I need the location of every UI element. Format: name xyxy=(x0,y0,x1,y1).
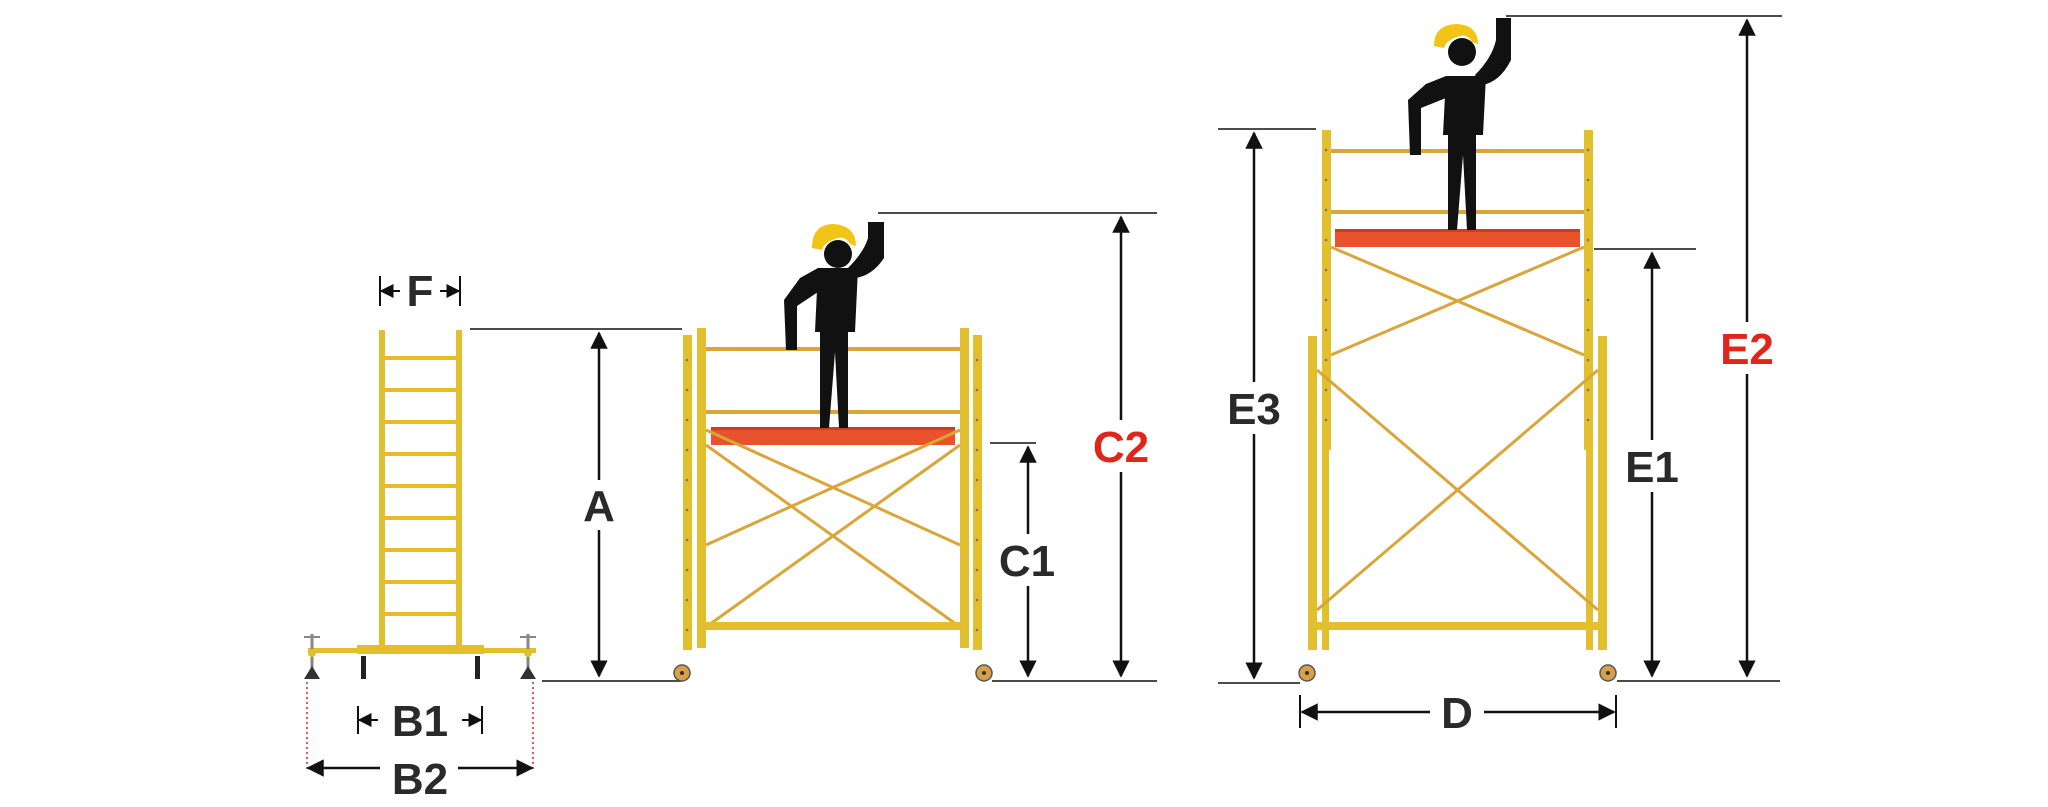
frame-post-left-outer xyxy=(683,335,692,650)
lower-cross-braces xyxy=(1316,368,1599,612)
dimension-c2: C2 xyxy=(878,212,1157,678)
worker-head xyxy=(824,240,852,268)
worker-head-2 xyxy=(1448,38,1476,66)
side-view-frame xyxy=(304,330,536,770)
label-f: F xyxy=(407,267,434,316)
upper-post-right xyxy=(1584,130,1593,450)
outrigger-bar xyxy=(308,648,536,653)
label-b2: B2 xyxy=(392,755,448,804)
label-e2: E2 xyxy=(1720,325,1774,374)
frame-holes-upper xyxy=(1324,148,1590,422)
helmet-icon-2 xyxy=(1434,24,1478,48)
caster-left-2 xyxy=(1298,664,1316,682)
label-c2: C2 xyxy=(1093,423,1149,472)
ladder-rungs xyxy=(379,356,462,616)
lower-post-left xyxy=(1308,336,1317,650)
dimension-e3: E3 xyxy=(1218,128,1316,684)
dimension-a: A xyxy=(470,328,682,682)
caster-left xyxy=(673,664,691,682)
frame-post-left-inner xyxy=(697,328,706,648)
label-b1: B1 xyxy=(392,697,448,746)
scaffold-single-level xyxy=(673,222,993,682)
lower-bottom-rail xyxy=(1317,622,1598,630)
dimension-b2: B2 xyxy=(306,755,534,804)
upper-platform-edge xyxy=(1335,229,1580,232)
frame-post-right-inner xyxy=(960,328,969,648)
cross-braces xyxy=(705,428,961,629)
worker-figure-2 xyxy=(1408,18,1511,230)
platform-deck xyxy=(711,427,955,445)
scaffold-double-level xyxy=(1298,18,1617,682)
frame-post-right-outer xyxy=(973,335,982,650)
dimension-b1: B1 xyxy=(357,697,483,746)
worker-figure xyxy=(784,222,884,428)
dimension-e1: E1 xyxy=(1594,248,1780,682)
inner-caster-left xyxy=(361,656,366,679)
bottom-rail xyxy=(706,622,960,630)
upper-post-left xyxy=(1322,130,1331,450)
platform-edge xyxy=(711,427,955,430)
lower-inner-post-right xyxy=(1586,420,1593,650)
label-c1: C1 xyxy=(999,537,1055,586)
dimension-f: F xyxy=(379,267,461,316)
outrigger-foot-left xyxy=(304,634,320,679)
caster-right-2 xyxy=(1599,664,1617,682)
dimension-e2: E2 xyxy=(1506,15,1782,678)
upper-platform-deck xyxy=(1335,229,1580,247)
label-d: D xyxy=(1441,689,1473,738)
inner-caster-right xyxy=(475,656,480,679)
helmet-icon xyxy=(812,224,856,250)
lower-inner-post-left xyxy=(1322,420,1329,650)
dimension-d: D xyxy=(1299,689,1617,738)
upper-cross-braces xyxy=(1330,245,1585,357)
dimension-c1: C1 xyxy=(990,442,1157,682)
side-rail-left xyxy=(379,330,385,650)
guard-rail-mid xyxy=(706,410,960,414)
outrigger-foot-right xyxy=(520,634,536,679)
label-e3: E3 xyxy=(1227,385,1281,434)
label-e1: E1 xyxy=(1625,443,1679,492)
side-rail-right xyxy=(456,330,462,650)
caster-right xyxy=(975,664,993,682)
lower-post-right xyxy=(1598,336,1607,650)
frame-holes xyxy=(685,358,979,632)
label-a: A xyxy=(583,482,615,531)
